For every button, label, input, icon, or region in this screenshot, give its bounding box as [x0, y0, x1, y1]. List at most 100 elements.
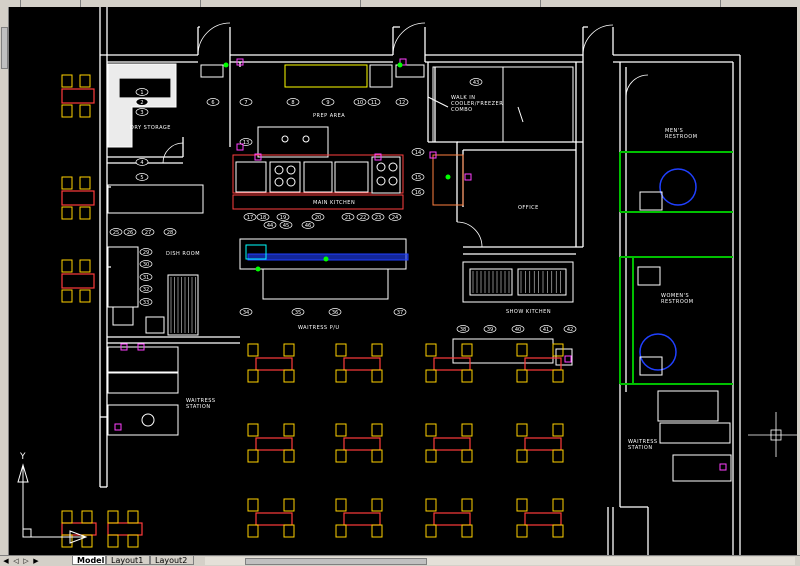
- door-swing: [456, 221, 483, 248]
- equipment-tag-number: 25: [113, 230, 119, 236]
- chair: [371, 343, 383, 357]
- equipment-tag-number: 9: [326, 100, 329, 106]
- connection-point: [137, 343, 145, 351]
- equipment-tag-bubble: [135, 158, 149, 166]
- connection-point: [399, 58, 407, 66]
- equipment-tag-number: 22: [360, 215, 366, 221]
- chair: [371, 449, 383, 463]
- door-marker: [323, 256, 329, 262]
- first-tab-arrow-icon[interactable]: ◀: [3, 557, 9, 565]
- equipment-tag-number: 17: [247, 215, 253, 221]
- equipment-tag-number: 38: [460, 327, 466, 333]
- equipment-tag-number: 39: [487, 327, 493, 333]
- equipment-tag-bubble: [411, 173, 425, 181]
- tab-layout2[interactable]: Layout2: [150, 556, 194, 565]
- equipment-tag-number: 40: [515, 327, 521, 333]
- burner: [286, 165, 296, 175]
- equipment-tag-bubble: [239, 98, 253, 106]
- dish-machine: [107, 246, 139, 308]
- chair: [335, 343, 347, 357]
- chair: [552, 423, 564, 437]
- toilet: [639, 356, 663, 376]
- cook-line-hood: [232, 154, 404, 194]
- horizontal-scrollbar-thumb[interactable]: [245, 558, 427, 565]
- chair: [107, 534, 119, 548]
- equipment-tag-bubble: [239, 308, 253, 316]
- shelf-unit: [395, 64, 425, 78]
- equipment-tag-number: 18: [260, 215, 266, 221]
- table: [255, 357, 293, 371]
- tab-layout1[interactable]: Layout1: [106, 556, 150, 565]
- connection-point: [564, 355, 572, 363]
- wall: [457, 141, 583, 151]
- chair: [371, 423, 383, 437]
- chair: [247, 343, 259, 357]
- chair: [61, 206, 73, 220]
- equipment-tag-number: 34: [243, 310, 249, 316]
- chair: [371, 524, 383, 538]
- equipment-tag-bubble: [411, 148, 425, 156]
- equipment-tag-number: 44: [267, 223, 273, 229]
- toilet: [637, 266, 661, 286]
- equipment-tag-number: 35: [295, 310, 301, 316]
- next-tab-arrow-icon[interactable]: ▷: [23, 557, 29, 565]
- chair: [81, 534, 93, 548]
- connection-point: [236, 143, 244, 151]
- last-tab-arrow-icon[interactable]: ▶: [33, 557, 39, 565]
- connection-point: [429, 151, 437, 159]
- chair: [79, 176, 91, 190]
- layout-tab-bar: ◀ ◁ ▷ ▶ Model Layout1 Layout2: [0, 555, 800, 566]
- prep-table: [284, 64, 368, 88]
- chair: [79, 206, 91, 220]
- door-swing: [392, 22, 426, 56]
- table: [433, 512, 471, 526]
- equipment-tag-number: 12: [399, 100, 405, 106]
- fryer: [235, 161, 267, 193]
- tab-model[interactable]: Model: [72, 556, 106, 565]
- equipment-tag-number: 7: [244, 100, 247, 106]
- table: [433, 437, 471, 451]
- restroom-partition: [619, 256, 733, 385]
- equipment-tag-bubble: [395, 98, 409, 106]
- chair: [461, 343, 473, 357]
- accessible-turning-circle: [659, 168, 697, 206]
- equipment-tag-bubble: [291, 308, 305, 316]
- griddle: [303, 161, 333, 193]
- equipment-tag-bubble: [367, 98, 381, 106]
- shelf: [432, 154, 464, 206]
- wall: [732, 55, 741, 555]
- chair: [461, 449, 473, 463]
- chair: [552, 369, 564, 383]
- equipment-tag-number: 31: [143, 275, 149, 281]
- equipment-tag-bubble: [411, 188, 425, 196]
- prev-tab-arrow-icon[interactable]: ◁: [13, 557, 19, 565]
- wall: [229, 62, 241, 147]
- equipment-tag-bubble: [139, 298, 153, 306]
- sink-drain: [302, 135, 310, 143]
- equipment-tag-number: 5: [140, 175, 143, 181]
- toolbar-cell: [720, 0, 800, 7]
- vertical-scrollbar-thumb[interactable]: [1, 27, 8, 69]
- chair: [461, 423, 473, 437]
- wall: [424, 27, 583, 63]
- horizontal-scrollbar[interactable]: [205, 557, 795, 565]
- show-oven: [517, 268, 567, 296]
- chair: [425, 449, 437, 463]
- sink: [112, 306, 134, 326]
- charbroiler: [334, 161, 369, 193]
- table: [255, 512, 293, 526]
- burner: [286, 177, 296, 187]
- window-frame-right: [797, 7, 800, 555]
- station-shelf: [107, 372, 179, 394]
- vertical-scrollbar[interactable]: [0, 7, 9, 555]
- equipment-tag-bubble: [511, 325, 525, 333]
- door-marker: [397, 62, 403, 68]
- chair: [79, 104, 91, 118]
- table: [61, 190, 95, 206]
- equipment-tag-bubble: [563, 325, 577, 333]
- equipment-tag-number: 13: [243, 140, 249, 146]
